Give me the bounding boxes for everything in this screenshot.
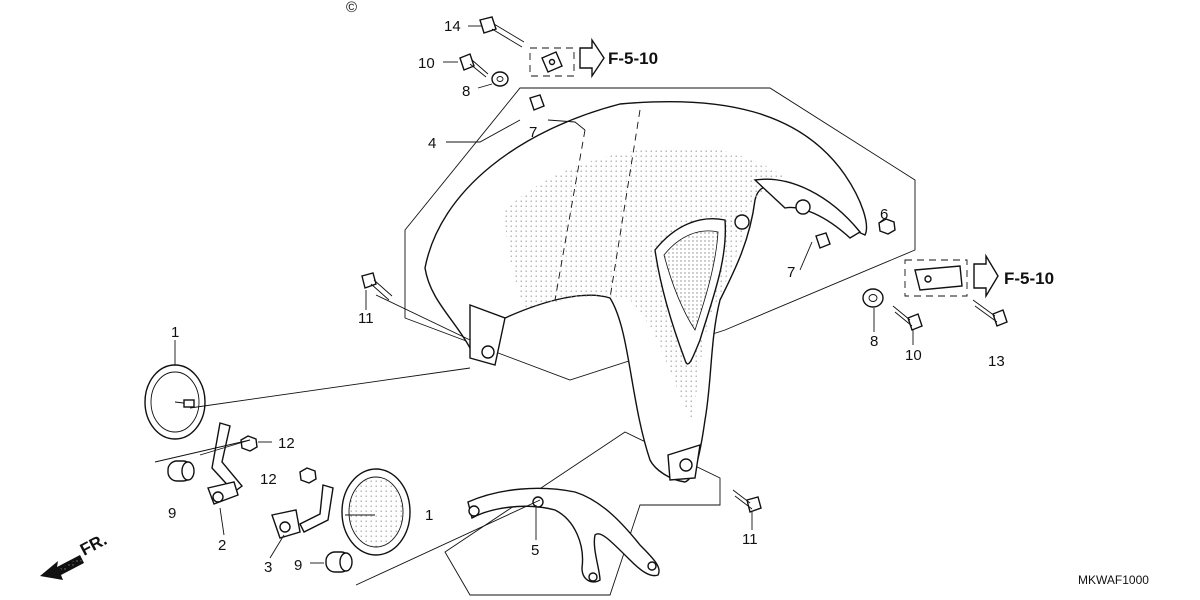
bolt-11-left	[361, 272, 393, 301]
callout-14: 14	[444, 18, 461, 35]
callout-1-right: 1	[425, 507, 433, 524]
nut-upper	[240, 435, 258, 452]
callout-8-right: 8	[870, 333, 878, 350]
collar-upper	[529, 94, 545, 111]
lower-group-outline	[444, 431, 721, 596]
callout-10-upper: 10	[418, 55, 435, 72]
front-fender	[424, 100, 868, 483]
bolt-10-right	[892, 305, 923, 331]
front-direction-label: FR.	[77, 530, 110, 560]
front-direction-arrow-icon	[40, 555, 84, 580]
callout-6: 6	[880, 206, 888, 223]
callout-13: 13	[988, 353, 1005, 370]
reflector-bracket-right	[271, 484, 334, 539]
diagram-code: MKWAF1000	[1078, 573, 1149, 587]
collar-right	[815, 232, 831, 249]
nut-part-6	[878, 218, 896, 235]
grommet-left	[167, 460, 195, 482]
callout-7-upper: 7	[529, 124, 537, 141]
bolt-10-upper	[459, 53, 489, 78]
reflector-bracket-left	[207, 422, 244, 505]
nut-lower	[299, 467, 317, 484]
reflector-right	[341, 468, 411, 556]
fender-stay	[467, 487, 660, 583]
washer-upper	[491, 71, 509, 87]
reflector-left	[144, 364, 206, 440]
ref-label-right: F-5-10	[1004, 269, 1054, 288]
callout-12-lower: 12	[260, 471, 277, 488]
callout-12-upper: 12	[278, 435, 295, 452]
callout-3: 3	[264, 559, 272, 576]
callout-5: 5	[531, 542, 539, 559]
callout-9-right: 9	[294, 557, 302, 574]
ref-arrow-right	[973, 253, 999, 299]
callout-11-lower: 11	[742, 531, 758, 548]
callout-1-left: 1	[171, 324, 179, 341]
callout-4: 4	[428, 135, 436, 152]
callout-9-left: 9	[168, 505, 176, 522]
washer-right	[862, 288, 884, 308]
callout-10-right: 10	[905, 347, 922, 364]
leader-lines	[154, 25, 914, 586]
ref-label-upper: F-5-10	[608, 49, 658, 68]
ref-arrow-upper	[579, 37, 605, 79]
grommet-right	[325, 551, 353, 573]
clip-nut-right	[904, 259, 968, 297]
bolt-14	[479, 16, 525, 48]
bolt-13	[972, 299, 1008, 327]
callout-2: 2	[218, 537, 226, 554]
assembly-outline	[404, 87, 916, 381]
clip-nut-upper	[529, 47, 575, 77]
copyright-mark: ©	[346, 0, 357, 16]
bolt-11-lower	[732, 489, 762, 513]
callout-7-right: 7	[787, 264, 795, 281]
callout-11-left: 11	[358, 310, 374, 327]
callout-8-upper: 8	[462, 83, 470, 100]
